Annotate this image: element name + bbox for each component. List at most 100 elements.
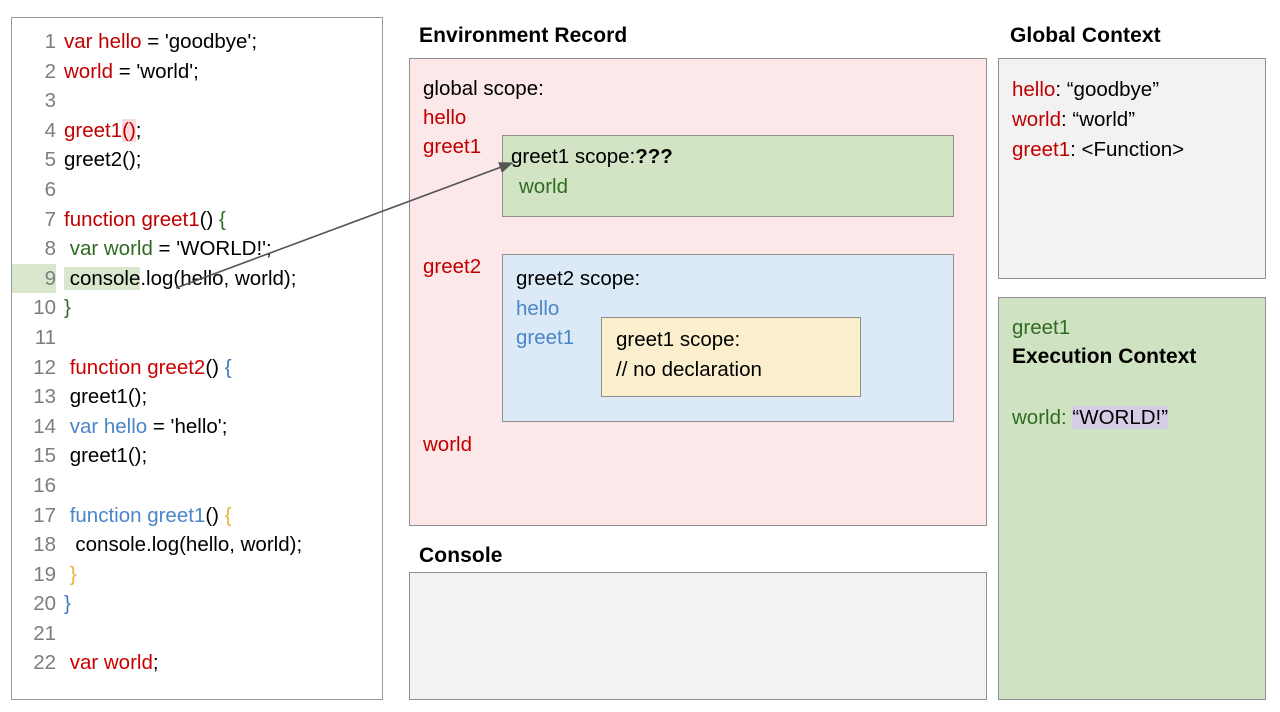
code-line[interactable]: 19 } (12, 560, 382, 590)
code-token: () (122, 118, 136, 142)
line-number: 12 (33, 355, 56, 379)
execution-context-box: greet1 Execution Context world: “WORLD!” (998, 297, 1266, 700)
greet2-scope-header: greet2 scope: (516, 267, 641, 290)
code-token: var world (64, 651, 153, 675)
code-token: greet2(); (64, 148, 142, 172)
line-number: 18 (33, 533, 56, 557)
line-number: 17 (33, 503, 56, 527)
greet1-scope-header-text: greet1 scope: (511, 145, 636, 168)
line-number: 1 (44, 30, 56, 53)
execution-context-scope-name: greet1 (1012, 316, 1071, 339)
code-token: () (205, 503, 225, 527)
line-number: 14 (33, 414, 56, 438)
code-token: } (64, 592, 71, 616)
code-line[interactable]: 3 (12, 86, 382, 116)
code-token: greet1(); (64, 444, 148, 468)
global-context-value-world: “world” (1066, 108, 1136, 131)
global-context-sep-hello: : (1055, 78, 1062, 101)
global-binding-hello: hello (423, 106, 467, 129)
line-number: 19 (33, 562, 56, 586)
global-context-key-world: world (1012, 108, 1061, 131)
code-token: console.log(hello, world); (64, 533, 303, 557)
nested-greet1-scope-box: greet1 scope: // no declaration (601, 317, 861, 397)
code-line-text: function greet2() { (56, 353, 232, 383)
code-line[interactable]: 9 console.log(hello, world); (12, 263, 382, 294)
line-number: 20 (33, 592, 56, 616)
code-line[interactable]: 14 var hello = 'hello'; (12, 412, 382, 442)
line-number: 2 (44, 59, 56, 83)
code-line[interactable]: 11 (12, 323, 382, 353)
line-number: 7 (44, 207, 56, 231)
code-line[interactable]: 13 greet1(); (12, 382, 382, 412)
code-line[interactable]: 8 var world = 'WORLD!'; (12, 234, 382, 264)
global-context-entry-greet1: greet1: <Function> (1012, 138, 1184, 162)
code-token: var hello (64, 414, 148, 438)
code-line[interactable]: 22 var world; (12, 648, 382, 678)
code-line[interactable]: 21 (12, 619, 382, 649)
code-token: function greet2 (64, 355, 206, 379)
code-token: { (224, 355, 232, 379)
code-line-text: greet1(); (56, 441, 147, 471)
code-line-text: function greet1() { (56, 501, 232, 531)
code-line-text: world = 'world'; (56, 57, 199, 87)
code-line[interactable]: 10} (12, 293, 382, 323)
code-token: ; (135, 118, 142, 142)
line-number: 5 (44, 148, 56, 172)
console-output-box[interactable] (409, 572, 987, 700)
greet2-scope-box: greet2 scope: hello greet1 greet1 scope:… (502, 254, 954, 422)
code-token: .log(hello, world); (140, 266, 297, 290)
greet1-scope-box: greet1 scope:??? world (502, 135, 954, 217)
code-line[interactable]: 6 (12, 175, 382, 205)
line-number: 8 (44, 237, 56, 261)
code-line[interactable]: 12 function greet2() { (12, 353, 382, 383)
code-line-text: var world = 'WORLD!'; (56, 234, 272, 264)
code-token: var hello (64, 30, 142, 53)
greet1-scope-header: greet1 scope:??? (511, 145, 673, 169)
code-line-text: } (56, 560, 77, 590)
global-binding-greet2: greet2 (423, 255, 482, 278)
nested-greet1-scope-header: greet1 scope: (616, 328, 741, 351)
code-line-text: console.log(hello, world); (56, 530, 302, 560)
code-token: () (199, 207, 219, 231)
code-token: { (218, 207, 226, 231)
greet2-scope-binding-greet1: greet1 (516, 326, 575, 349)
code-line-text: var hello = 'hello'; (56, 412, 228, 442)
greet1-scope-binding-world: world (519, 175, 568, 198)
code-line-text: function greet1() { (56, 205, 226, 235)
line-number: 16 (33, 473, 56, 497)
code-token: var world (64, 237, 153, 261)
global-binding-greet1: greet1 (423, 135, 482, 158)
code-line[interactable]: 5 greet2(); (12, 145, 382, 175)
line-number: 6 (44, 177, 56, 201)
global-context-key-greet1: greet1 (1012, 138, 1071, 161)
line-number: 15 (33, 444, 56, 468)
code-line[interactable]: 17 function greet1() { (12, 501, 382, 531)
code-line[interactable]: 18 console.log(hello, world); (12, 530, 382, 560)
global-context-value-hello: “goodbye” (1061, 78, 1160, 101)
global-context-sep-world: : (1061, 108, 1067, 131)
nested-greet1-scope-comment: // no declaration (616, 358, 762, 381)
global-context-key-hello: hello (1012, 78, 1056, 101)
execution-context-sep-world: : (1061, 406, 1067, 429)
code-line[interactable]: 15 greet1(); (12, 441, 382, 471)
code-token: { (224, 503, 232, 527)
code-line-text: } (56, 589, 71, 619)
line-number: 11 (34, 325, 56, 349)
code-line[interactable]: 20} (12, 589, 382, 619)
line-number: 9 (12, 263, 56, 294)
global-context-entry-world: world: “world” (1012, 108, 1135, 132)
code-line[interactable]: 16 (12, 471, 382, 501)
code-token: = 'WORLD!'; (152, 237, 272, 261)
execution-context-title: Execution Context (1012, 345, 1197, 368)
global-binding-world: world (423, 433, 472, 456)
global-scope-label: global scope: (423, 77, 544, 100)
greet2-scope-binding-hello: hello (516, 297, 560, 320)
code-token: ; (152, 651, 159, 675)
execution-context-key-world: world (1012, 406, 1061, 429)
